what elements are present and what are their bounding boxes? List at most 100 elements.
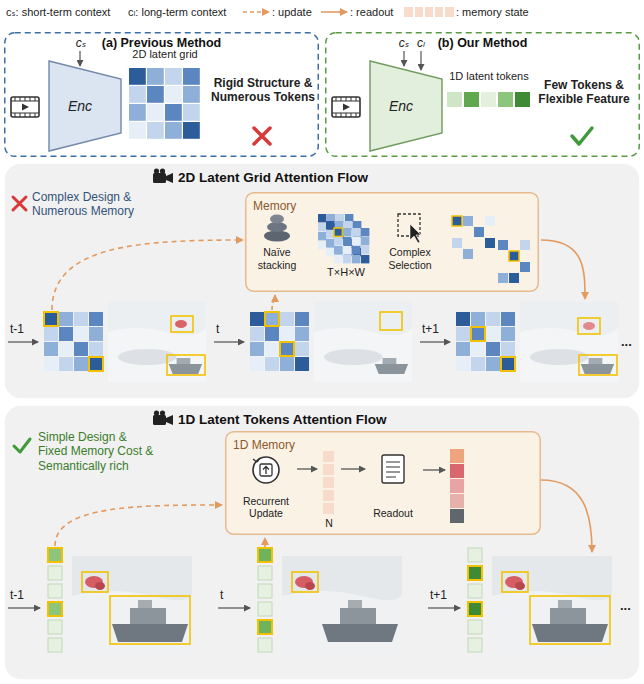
verdict-text: Complex Design & Numerous Memory: [32, 190, 162, 219]
latent-tokens: [447, 92, 530, 107]
label-holder: Simple Design & Fixed Memory Cost & Sema…: [38, 430, 158, 473]
encoder-outline: [49, 61, 121, 151]
panel-title: 1D Memory: [233, 438, 295, 452]
time-step: t+1: [422, 322, 452, 336]
illustration-part: [214, 341, 244, 342]
illustration-part: [258, 584, 272, 598]
context-arrow: [403, 51, 404, 66]
illustration-part: [583, 322, 595, 330]
illustration-part: [253, 458, 260, 462]
label-holder: Complex Design & Numerous Memory: [32, 190, 162, 219]
video-icon: [332, 97, 360, 117]
panel-title: Memory: [253, 199, 296, 213]
context-symbol: cₗ: [413, 36, 429, 50]
illustration-part: [509, 251, 519, 261]
illustration-part: [280, 342, 294, 356]
illustration-part: [258, 620, 272, 634]
illustration-part: [463, 216, 473, 226]
illustration-part: [48, 620, 62, 634]
illustration-part: [258, 602, 272, 616]
encoder-trapezoid: Enc: [369, 60, 443, 152]
latent-grid: [129, 68, 200, 139]
token: [498, 92, 513, 107]
time-step: t-1: [10, 588, 40, 602]
node-text: 1D latent tokens: [443, 70, 535, 83]
illustration-part: [260, 464, 272, 476]
illustration-part: [485, 216, 495, 226]
label-holder: t: [216, 322, 246, 336]
latent-tokens-group: 1D latent tokens: [443, 70, 535, 120]
context-symbol: cₛ: [396, 36, 412, 50]
node-fills: [5, 33, 640, 680]
illustration-part: [485, 238, 495, 248]
illustration-part: [386, 462, 400, 477]
illustration-part: [463, 249, 473, 259]
illustration-part: [264, 231, 290, 242]
illustration-part: [452, 216, 462, 226]
illustration-part: [82, 572, 108, 592]
illustration-part: [452, 216, 462, 226]
swatch-separator: [433, 7, 435, 17]
verdict-text: Rigid Structure & Numerous Tokens: [208, 76, 318, 105]
readout-output-arrow: [423, 469, 445, 470]
illustration-part: [456, 312, 515, 371]
illustration-part: [250, 312, 309, 371]
node-text: Enc: [389, 98, 413, 115]
label-holder: cₗ: [413, 36, 429, 50]
camera-icon: [153, 168, 173, 183]
update-arrow: [55, 505, 222, 546]
time-step: t+1: [430, 588, 460, 602]
illustration-part: [468, 638, 482, 652]
node-text: N: [325, 517, 333, 529]
frame-group: [420, 302, 618, 382]
illustration-part: [450, 479, 464, 493]
illustration-part: [167, 355, 205, 375]
stacked-grids: [318, 214, 369, 263]
illustration-part: [265, 312, 279, 326]
latent-grid-group: 2D latent grid: [124, 48, 206, 144]
memory-box: Recurrent UpdateN Readout 1D Memory: [225, 431, 541, 535]
frame-group: [8, 302, 206, 382]
legend-line-sample: [320, 7, 350, 17]
verdict-text: Simple Design & Fixed Memory Cost & Sema…: [38, 430, 158, 473]
node-text: Readout: [373, 507, 413, 519]
node-fill: [226, 432, 541, 535]
illustration-part: [314, 302, 412, 382]
time-step: t: [220, 588, 250, 602]
naive-stacking-icon: [264, 215, 290, 242]
illustration-part: [450, 509, 464, 523]
legend-text: : memory state: [456, 6, 529, 18]
node-fill: [5, 406, 640, 680]
node-fill: [5, 33, 319, 157]
frame-group: [428, 548, 612, 656]
time-step: t: [216, 322, 246, 336]
illustration-part: [108, 302, 206, 382]
encoder-outline: [370, 61, 442, 151]
illustration-part: [450, 494, 464, 508]
recurrent-update-icon: [253, 457, 279, 483]
node-text: Enc: [68, 98, 92, 115]
readout-icon: [382, 455, 404, 483]
token: [481, 92, 496, 107]
illustration-part: [270, 215, 284, 224]
node-text: Recurrent Update: [235, 495, 297, 519]
legend-entry: : update: [242, 4, 312, 20]
label-holder: t+1: [422, 322, 452, 336]
legend-line-sample: [242, 7, 272, 17]
cross-mark: [13, 197, 26, 210]
check-mark: [572, 128, 592, 144]
illustration-part: [48, 584, 62, 598]
readout-tokens: [450, 449, 464, 523]
complex-selection-icon: [398, 214, 421, 243]
update-arrow: [52, 240, 243, 310]
label-holder: ...: [620, 598, 638, 614]
illustration-part: [44, 312, 58, 326]
illustration-part: [8, 341, 38, 342]
legend-text: : update: [272, 6, 312, 18]
illustration-part: [382, 455, 404, 483]
dimension-label: T×H×W: [316, 266, 376, 279]
icon-caption: Naïve stacking: [247, 246, 307, 271]
label-holder: Complex Selection: [378, 246, 442, 271]
illustration-part: [323, 477, 334, 488]
illustration-part: [334, 228, 369, 263]
